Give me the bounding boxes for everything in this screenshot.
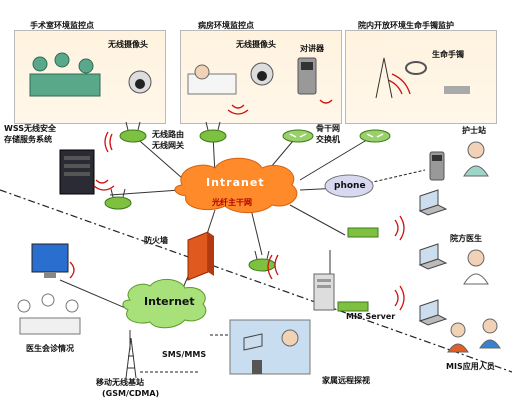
router-icon <box>199 121 227 143</box>
phone-label: phone <box>334 181 366 191</box>
wireless-camera-label: 无线摄像头 <box>108 40 148 49</box>
laptop-icon <box>418 243 448 270</box>
intercom-label: 对讲器 <box>300 44 324 53</box>
firewall-label: 防火墙 <box>144 236 168 245</box>
wireless-camera-icon <box>250 62 274 86</box>
consultation-label: 医生会诊情况 <box>26 344 74 353</box>
backbone-switches <box>282 129 391 143</box>
router-label-2: 无线网关 <box>152 141 184 150</box>
operating-room-scene <box>29 52 101 97</box>
storage-system-label-1: WSS无线安全 <box>4 124 56 133</box>
router-icon <box>119 121 147 143</box>
panel-title-ward: 病房环境监控点 <box>198 21 254 30</box>
home-remote-label: 家属远程探视 <box>322 376 370 385</box>
signal-waves <box>69 73 411 311</box>
laptop-icon <box>418 299 448 326</box>
panel-campus <box>345 30 497 124</box>
phone-cloud <box>324 174 374 198</box>
nurse-station-label: 护士站 <box>462 126 486 135</box>
mobile-base-station-label-1: 移动无线基站 <box>96 378 144 387</box>
storage-server-icon <box>59 149 95 195</box>
switch-label-1: 骨干网 <box>316 124 340 133</box>
mis-users-label: MIS应用人员 <box>446 362 495 371</box>
life-bracelet-label: 生命手镯 <box>432 50 464 59</box>
mobile-base-station-label-2: (GSM/CDMA) <box>102 389 160 398</box>
internet-label: Internet <box>144 295 195 308</box>
home-remote-panel <box>229 319 311 375</box>
mis-server-label: MIS Server <box>346 312 396 321</box>
panel-title-operating-room: 手术室环境监控点 <box>30 21 94 30</box>
user-figure-icon <box>479 318 501 349</box>
ward-doctor-label: 院方医生 <box>450 234 482 243</box>
meeting-people-icon <box>17 293 81 335</box>
intranet-label: Intranet <box>206 176 265 189</box>
switch-icon <box>282 129 314 143</box>
intercom-icon <box>297 57 317 95</box>
nurse-intercom-icon <box>429 151 445 181</box>
network-hubs <box>337 227 379 312</box>
hub-icon <box>347 227 379 238</box>
switch-label-2: 交换机 <box>316 135 340 144</box>
user-figure-icon <box>447 322 469 353</box>
internet-cloud <box>122 279 207 329</box>
panel-title-campus: 院内开放环境生命手镯监护 <box>358 21 454 30</box>
network-boundary-dashed-line <box>0 189 512 373</box>
router-label-1: 无线路由 <box>152 130 184 139</box>
laptop-icon <box>418 189 448 216</box>
doctor-figure-icon <box>463 141 489 177</box>
firewall-icon <box>187 231 214 281</box>
sms-label: SMS/MMS <box>162 350 207 359</box>
wireless-camera-icon <box>128 70 152 94</box>
doctor-figure-icon <box>463 249 489 285</box>
switch-icon <box>359 129 391 143</box>
ward-bed-scene <box>187 64 237 95</box>
mis-server-icon <box>313 273 335 311</box>
campus-scene <box>375 57 470 99</box>
cell-tower-icon <box>125 337 137 379</box>
wireless-camera-label: 无线摄像头 <box>236 40 276 49</box>
desktop-monitor-icon <box>31 243 69 278</box>
storage-system-label-2: 存储服务系统 <box>4 135 52 144</box>
router-icon <box>104 188 132 210</box>
hub-icon <box>337 301 369 312</box>
intranet-cloud <box>174 157 298 214</box>
fiber-backbone-label: 光纤主干网 <box>212 198 252 207</box>
